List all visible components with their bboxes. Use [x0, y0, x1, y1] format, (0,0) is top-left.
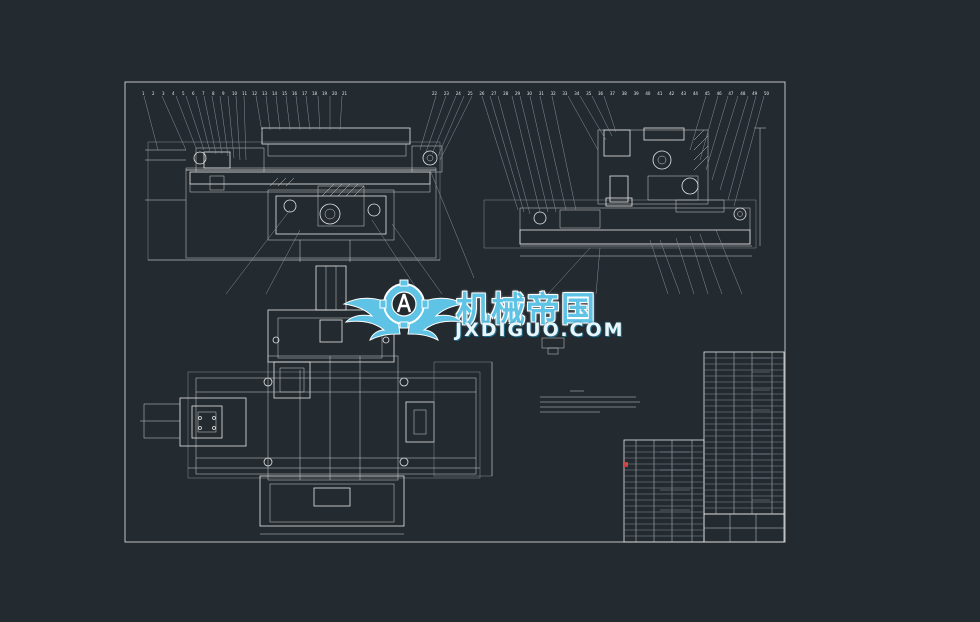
plan-view — [140, 265, 493, 535]
callout-number: 1 — [142, 91, 145, 96]
callout-number: 25 — [468, 91, 474, 96]
callout-number: 44 — [693, 91, 699, 96]
callout-number: 50 — [764, 91, 770, 96]
callout-number: 37 — [610, 91, 616, 96]
bom-marker — [624, 462, 628, 467]
callout-number: 31 — [539, 91, 545, 96]
callout-number: 7 — [202, 91, 205, 96]
callout-number: 27 — [491, 91, 497, 96]
callout-number: 34 — [574, 91, 580, 96]
callout-number: 32 — [551, 91, 557, 96]
callout-number: 3 — [162, 91, 165, 96]
callout-number: 19 — [322, 91, 328, 96]
callout-number: 39 — [634, 91, 640, 96]
callout-number: 17 — [302, 91, 308, 96]
callout-number: 48 — [740, 91, 746, 96]
callout-number: 12 — [252, 91, 258, 96]
callout-number: 28 — [503, 91, 509, 96]
callout-number: 33 — [562, 91, 568, 96]
callout-number: 47 — [728, 91, 734, 96]
callout-number: 30 — [527, 91, 533, 96]
detail-fragment — [541, 337, 565, 355]
callout-number: 2 — [152, 91, 155, 96]
callout-number: 29 — [515, 91, 521, 96]
callout-number: 14 — [272, 91, 278, 96]
callout-number: 20 — [332, 91, 338, 96]
callout-number: 5 — [182, 91, 185, 96]
callout-number: 45 — [705, 91, 711, 96]
callout-number: 42 — [669, 91, 675, 96]
gear-wings-logo-icon — [342, 279, 466, 341]
callout-number: 38 — [622, 91, 628, 96]
callout-number: 9 — [222, 91, 225, 96]
callout-number: 43 — [681, 91, 687, 96]
callout-number: 26 — [479, 91, 485, 96]
callout-number: 13 — [262, 91, 268, 96]
callout-number: 4 — [172, 91, 175, 96]
callout-number: 23 — [444, 91, 450, 96]
callout-number: 40 — [645, 91, 651, 96]
callout-number: 49 — [752, 91, 758, 96]
callout-number: 35 — [586, 91, 592, 96]
watermark-url: JXDIGUO.COM — [455, 319, 625, 341]
callout-number: 36 — [598, 91, 604, 96]
callout-number: 21 — [342, 91, 348, 96]
watermark-title: 机械帝国 — [456, 290, 596, 330]
callout-number: 16 — [292, 91, 298, 96]
callout-number: 18 — [312, 91, 318, 96]
sheet-border — [124, 81, 786, 543]
callout-number: 6 — [192, 91, 195, 96]
callout-number: 24 — [456, 91, 462, 96]
callout-number: 41 — [657, 91, 663, 96]
callout-number: 8 — [212, 91, 215, 96]
callout-number: 46 — [717, 91, 723, 96]
callout-number: 22 — [432, 91, 438, 96]
front-view — [143, 95, 475, 295]
side-view — [481, 95, 766, 295]
bom-table — [623, 351, 785, 543]
technical-notes — [540, 390, 640, 413]
callout-number: 11 — [242, 91, 248, 96]
callout-number: 10 — [232, 91, 238, 96]
callout-number: 15 — [282, 91, 288, 96]
callout-labels-right: 22 23 24 25 26 27 28 29 30 31 32 33 34 35 36 37 38 39 40 41… — [432, 91, 770, 96]
